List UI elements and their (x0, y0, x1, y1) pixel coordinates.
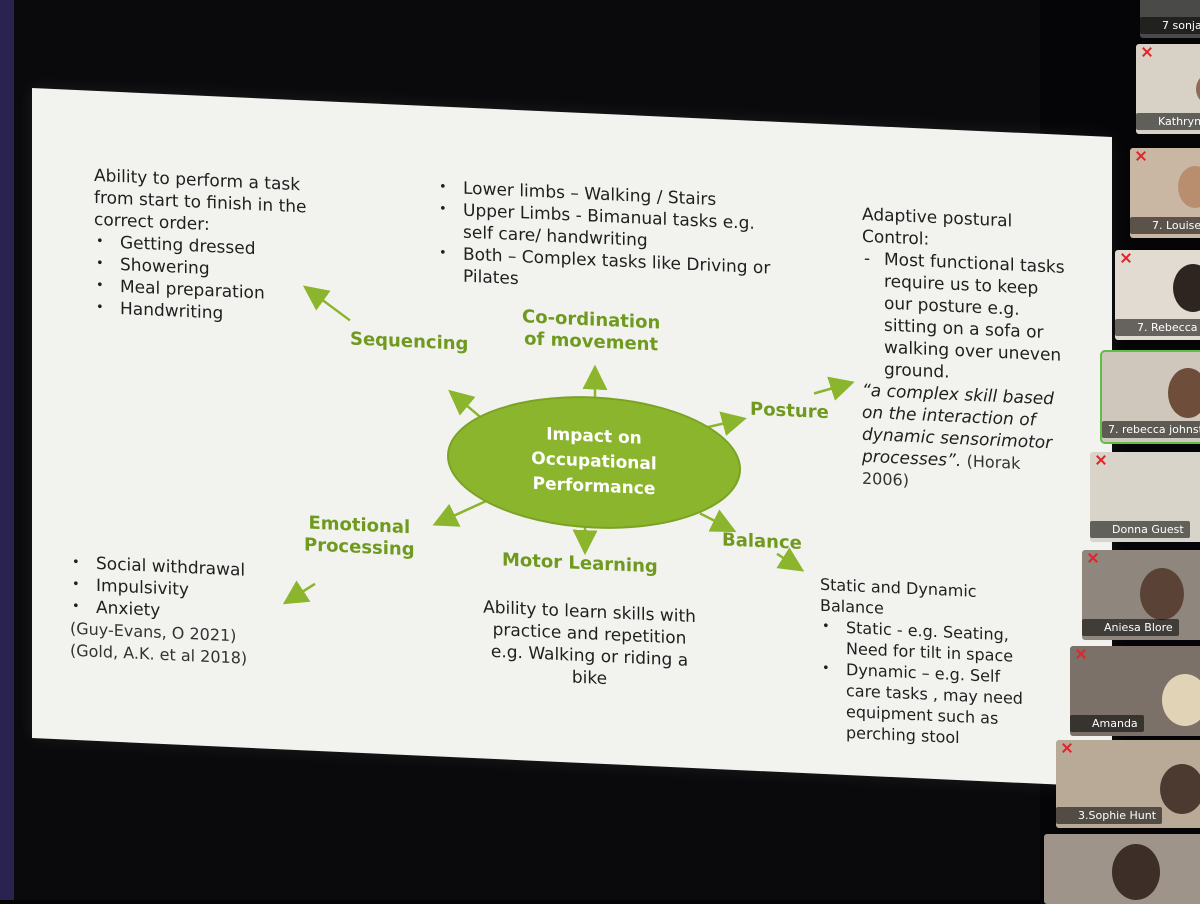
posture-description: Adaptive postural Control: Most function… (862, 204, 1065, 499)
participant-tile[interactable]: Aniesa Blore (1082, 550, 1200, 640)
participant-video (1173, 264, 1200, 312)
motor-learning-description: Ability to learn skills with practice an… (457, 595, 722, 695)
muted-mic-icon (1061, 742, 1073, 754)
muted-mic-icon (1120, 252, 1132, 264)
presentation-slide: Ability to perform a task from start to … (32, 88, 1112, 787)
participant-tile[interactable] (1044, 834, 1200, 904)
arrow-to-emotional (437, 498, 487, 525)
participant-video (1196, 74, 1200, 104)
participant-video (1162, 674, 1200, 726)
participant-video (1178, 166, 1200, 208)
muted-mic-icon (1075, 648, 1087, 660)
participant-tile[interactable]: 3.Sophie Hunt (1056, 740, 1200, 828)
participant-name: Aniesa Blore (1082, 619, 1179, 636)
arrow-to-emotional-text (287, 583, 315, 603)
participant-name: 7. rebecca johnst (1102, 421, 1200, 438)
muted-mic-icon (1087, 552, 1099, 564)
participant-video (1140, 568, 1184, 620)
arrow-to-balance (700, 513, 732, 529)
participant-video (1160, 764, 1200, 814)
participant-name: 7. Rebecca L (1115, 319, 1200, 336)
muted-mic-icon (1135, 150, 1147, 162)
muted-mic-icon (1095, 454, 1107, 466)
label-posture: Posture (750, 399, 829, 425)
participant-tile[interactable]: Donna Guest (1090, 452, 1200, 542)
participant-tile[interactable]: Kathryn (1136, 44, 1200, 134)
sequencing-description: Ability to perform a task from start to … (94, 165, 306, 329)
participant-name: Kathryn (1136, 113, 1200, 130)
participant-tile[interactable]: 7 sonja (1140, 0, 1200, 38)
participant-tile-active-speaker[interactable]: 7. rebecca johnst (1102, 352, 1200, 442)
label-emotional: Emotional Processing (304, 512, 415, 561)
arrow-to-sequencing (452, 393, 482, 418)
shared-screen: Ability to perform a task from start to … (14, 0, 1040, 900)
participant-video (1112, 844, 1160, 900)
hub-label: Impact on Occupational Performance (449, 418, 739, 506)
participant-tile[interactable]: 7. Rebecca L (1115, 250, 1200, 340)
participant-name: Donna Guest (1090, 521, 1190, 538)
participant-name: 3.Sophie Hunt (1056, 807, 1162, 824)
coordination-description: Lower limbs – Walking / Stairs Upper Lim… (437, 176, 770, 301)
participants-panel[interactable]: 7 sonja Kathryn 7. Louise M 7. Rebecca L… (1040, 0, 1200, 900)
participant-tile[interactable]: 7. Louise M (1130, 148, 1200, 238)
participant-name: 7. Louise M (1130, 217, 1200, 234)
arrow-to-sequencing-text (307, 288, 350, 320)
reference: (Horak (967, 451, 1021, 472)
label-coordination: Co-ordination of movement (522, 306, 660, 356)
muted-mic-icon (1141, 46, 1153, 58)
window-edge (0, 0, 14, 900)
emotional-description: Social withdrawal Impulsivity Anxiety (G… (70, 552, 247, 670)
participant-tile[interactable]: Amanda (1070, 646, 1200, 736)
participant-name: 7 sonja (1140, 17, 1200, 34)
label-balance: Balance (722, 529, 802, 555)
participant-video (1168, 368, 1200, 418)
arrow-to-posture-text (814, 382, 850, 396)
participant-name: Amanda (1070, 715, 1144, 732)
balance-description: Static and Dynamic Balance Static - e.g.… (820, 574, 1023, 751)
arrow-to-balance-text (777, 554, 800, 569)
